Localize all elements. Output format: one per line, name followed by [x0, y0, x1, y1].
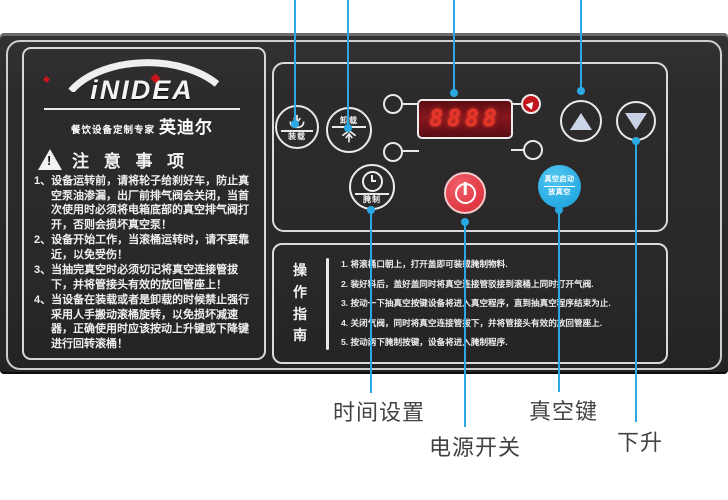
callout-line-down-up: [635, 143, 637, 422]
notice-title: 注 意 事 项: [72, 151, 190, 171]
brand-name: 英迪尔: [159, 118, 213, 137]
notice-item: 3、当抽完真空时必须切记将真空连接管拔下，并将管接头有效的放回管座上！: [34, 264, 239, 291]
indicator-arrow-icon: [525, 98, 537, 110]
indicator-connector: [402, 103, 419, 105]
callout-dot-vacuum: [555, 206, 563, 214]
display-indicator-bottom-left: [383, 142, 403, 162]
guide-title-char: 操: [293, 262, 307, 279]
guide-step: 2. 装好料后，盖好盖同时将真空连接管驳接到滚桶上同时打开气阀.: [341, 278, 594, 289]
logo-swoosh-icon: [68, 59, 220, 92]
callout-line-time-setting: [370, 212, 372, 393]
guide-step: 3. 按动一下抽真空按键设备将进入真空程序，直到抽真空程序结束为止.: [341, 298, 611, 309]
callout-dot-up: [577, 87, 585, 95]
display-indicator-top-left: [383, 94, 403, 114]
clock-icon: [361, 170, 383, 192]
warning-icon: !: [38, 148, 62, 170]
callout-dot-unload: [344, 124, 352, 132]
callout-line-load: [294, 0, 296, 126]
callout-line-display: [453, 0, 455, 94]
time-display-digits: 8888: [429, 105, 501, 132]
up-arrow-icon: [570, 112, 592, 130]
power-button[interactable]: [444, 172, 486, 214]
vacuum-button[interactable]: 真空启动 放真空: [538, 165, 581, 208]
callout-line-up: [580, 0, 582, 92]
time-display: 8888: [417, 99, 513, 139]
guide-title-char: 作: [293, 283, 307, 300]
display-indicator-bottom-right: [523, 140, 543, 160]
button-divider: [354, 192, 390, 195]
callout-dot-load: [291, 120, 299, 128]
logo-underline: [44, 108, 240, 110]
down-button[interactable]: [616, 101, 656, 141]
notice-item: 2、设备开始工作，当滚桶运转时，请不要靠近，以免受伤！: [34, 234, 250, 261]
button-divider: [544, 185, 575, 188]
notice-list: 1、设备运转前，请将轮子给刹好车，防止真空泵油渗漏，出厂前排气阀会关闭，当首次使…: [34, 174, 256, 352]
indicator-connector: [402, 150, 419, 152]
indicator-connector: [511, 103, 523, 105]
marinate-button[interactable]: 腌制: [349, 164, 395, 210]
label-vacuum-key: 真空键: [529, 399, 599, 424]
marinate-button-label: 腌制: [363, 194, 381, 204]
vacuum-button-label-bottom: 放真空: [548, 188, 571, 196]
vacuum-button-label-top: 真空启动: [544, 176, 575, 184]
guide-step: 4. 关闭气阀，同时将真空连接管拔下，并将管接头有效的放回管座上.: [341, 317, 603, 328]
label-down-up: 下升: [617, 430, 664, 455]
operation-guide-box: 操 作 指 南 1. 将滚桶口朝上，打开盖即可装载腌制物料. 2. 装好料后，盖…: [272, 243, 668, 364]
button-divider: [280, 129, 314, 132]
logo-text: iNIDEA: [36, 73, 248, 105]
logo-wordmark: iNIDEA: [90, 75, 194, 105]
brand-tagline-row: 餐饮设备定制专家 英迪尔: [36, 113, 248, 138]
callout-dot-down: [632, 137, 640, 145]
label-power-switch: 电源开关: [429, 435, 522, 460]
power-icon: [454, 181, 476, 204]
guide-title-char: 指: [293, 305, 307, 322]
panel-inner-border: [6, 40, 722, 370]
callout-line-vacuum-key: [558, 212, 560, 392]
guide-title-char: 南: [293, 327, 307, 344]
callout-line-unload: [347, 0, 349, 130]
notice-item: 4、当设备在装载或者是卸载的时候禁止强行采用人手搬动滚桶旋转，以免损坏减速器，正…: [34, 294, 250, 350]
callout-dot-display: [450, 89, 458, 97]
guide-steps: 1. 将滚桶口朝上，打开盖即可装载腌制物料. 2. 装好料后，盖好盖同时将真空连…: [329, 260, 666, 347]
notice-title-row: ! 注 意 事 项: [38, 147, 248, 171]
controls-box: [272, 62, 668, 232]
callout-dot-marinate: [367, 206, 375, 214]
load-button-label: 装载: [288, 131, 306, 141]
brand-logo: iNIDEA 餐饮设备定制专家 英迪尔: [36, 58, 248, 140]
indicator-connector: [511, 149, 525, 151]
callout-line-power-switch: [464, 224, 466, 427]
down-arrow-icon: [625, 112, 647, 130]
guide-step: 1. 将滚桶口朝上，打开盖即可装载腌制物料.: [341, 259, 508, 270]
up-button[interactable]: [560, 100, 602, 142]
display-indicator-top-right: [521, 94, 541, 114]
guide-divider: [326, 257, 329, 350]
guide-step: 5. 按动两下腌制按键，设备将进入腌制程序.: [341, 337, 508, 348]
logo-red-dot: [42, 75, 51, 84]
guide-title: 操 作 指 南: [274, 260, 326, 347]
callout-dot-power: [461, 218, 469, 226]
notice-box: [22, 47, 266, 360]
brand-tagline: 餐饮设备定制专家: [70, 125, 155, 136]
label-time-setting: 时间设置: [333, 400, 426, 425]
notice-item: 1、设备运转前，请将轮子给刹好车，防止真空泵油渗漏，出厂前排气阀会关闭，当首次使…: [34, 175, 250, 231]
